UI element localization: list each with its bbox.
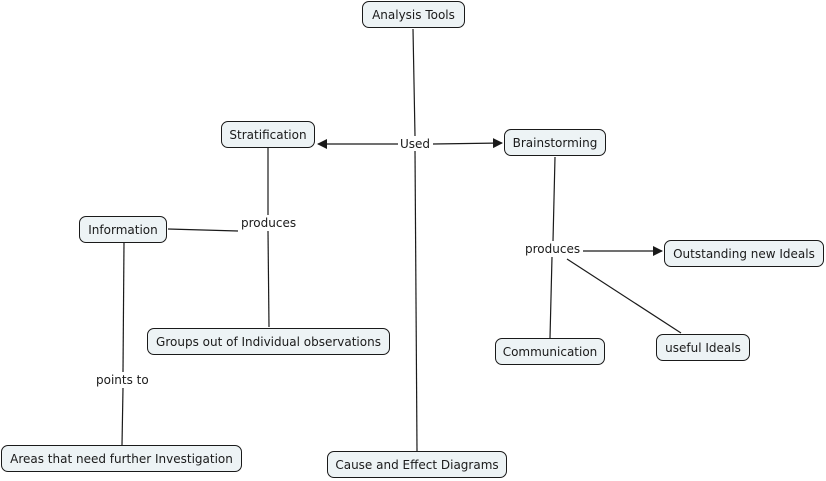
concept-brainstorming[interactable]: Brainstorming: [504, 129, 606, 156]
arrow-used-to-brainstorming: [432, 138, 503, 149]
linking-phrase-used[interactable]: Used: [398, 137, 433, 151]
link-brainstorming-to-produces: [552, 156, 556, 242]
concept-groups[interactable]: Groups out of Individual observations: [147, 328, 390, 355]
link-information-to-produces: [167, 228, 239, 232]
concept-communication[interactable]: Communication: [495, 338, 605, 365]
concept-stratification[interactable]: Stratification: [221, 121, 315, 148]
concept-useful[interactable]: useful Ideals: [656, 334, 750, 361]
concept-outstanding[interactable]: Outstanding new Ideals: [664, 240, 824, 267]
concept-cause-effect[interactable]: Cause and Effect Diagrams: [327, 451, 507, 478]
link-produces-to-groups: [267, 230, 270, 328]
link-produces-to-communication: [549, 256, 553, 339]
concept-information[interactable]: Information: [79, 216, 167, 243]
link-analysis-to-used: [412, 28, 416, 137]
link-points-to-to-areas: [121, 387, 124, 446]
linking-phrase-points-to[interactable]: points to: [94, 373, 151, 387]
concept-analysis-tools[interactable]: Analysis Tools: [362, 1, 465, 28]
linking-phrase-produces-right[interactable]: produces: [523, 242, 583, 256]
concept-areas[interactable]: Areas that need further Investigation: [1, 445, 242, 472]
linking-phrase-produces-left[interactable]: produces: [239, 216, 299, 230]
link-information-to-points-to: [122, 241, 125, 373]
link-used-to-cause-effect: [414, 149, 418, 452]
link-produces-to-useful: [566, 258, 682, 334]
